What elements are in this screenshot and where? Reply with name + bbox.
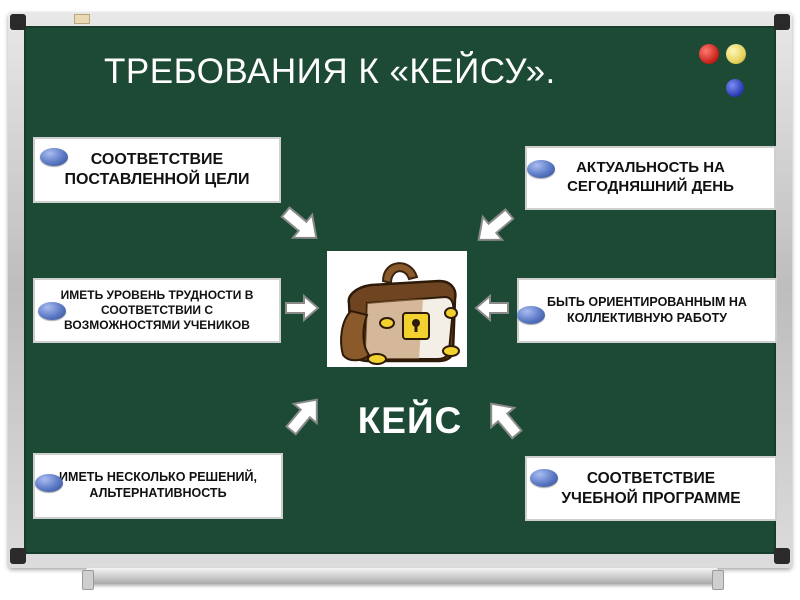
frame-corner	[774, 14, 790, 30]
arrow-icon	[477, 208, 515, 241]
pin-icon	[527, 160, 555, 178]
requirement-line: учебной программе	[561, 489, 741, 507]
blue-magnet-icon	[726, 79, 744, 97]
requirement-goal-conformity: Соответствие поставленной цели	[33, 137, 281, 203]
requirement-line: Иметь уровень трудности в	[60, 288, 254, 302]
requirement-multiple-solutions: Иметь несколько решений, альтернативност…	[33, 453, 283, 519]
case-label: КЕЙС	[357, 400, 463, 441]
briefcase-icon	[340, 262, 460, 365]
arrow-icon	[490, 402, 523, 440]
arrow-icon	[285, 293, 320, 323]
requirement-line: соответствии с	[101, 303, 213, 317]
frame-corner	[10, 14, 26, 30]
chalk-tray-end	[712, 570, 724, 590]
pin-icon	[530, 469, 558, 487]
arrow-icon	[285, 398, 318, 436]
requirement-teamwork: Быть ориентированным на коллективную раб…	[517, 278, 777, 343]
requirement-line: альтернативность	[89, 486, 227, 500]
pin-icon	[517, 306, 545, 324]
requirement-line: Соответствие	[586, 470, 716, 488]
requirement-line: Актуальность на	[576, 159, 725, 177]
red-magnet-icon	[699, 44, 719, 64]
frame-corner	[10, 548, 26, 564]
chalk-tray	[86, 568, 718, 584]
requirement-difficulty-level: Иметь уровень трудности в соответствии с…	[33, 278, 281, 343]
pin-icon	[40, 148, 68, 166]
arrow-icon	[474, 293, 509, 323]
page-title: ТРЕБОВАНИЯ К «КЕЙСУ».	[104, 52, 556, 91]
requirement-line: возможностями учеников	[64, 318, 250, 332]
requirement-line: поставленной цели	[64, 171, 250, 188]
pin-icon	[35, 474, 63, 492]
requirement-line: Быть ориентированным на	[547, 294, 747, 309]
pin-icon	[38, 302, 66, 320]
frame-tag	[74, 14, 90, 24]
requirement-line: сегодняшний день	[567, 178, 734, 195]
requirement-line: коллективную работу	[566, 310, 728, 325]
frame-corner	[774, 548, 790, 564]
requirement-line: Иметь несколько решений,	[59, 470, 257, 485]
arrow-icon	[280, 206, 318, 239]
yellow-magnet-icon	[726, 44, 746, 64]
case-illustration	[327, 251, 467, 367]
chalk-tray-end	[82, 570, 94, 590]
requirement-curriculum-conformity: Соответствие учебной программе	[525, 456, 777, 521]
requirement-line: Соответствие	[90, 151, 224, 168]
requirement-relevance: Актуальность на сегодняшний день	[525, 146, 776, 210]
